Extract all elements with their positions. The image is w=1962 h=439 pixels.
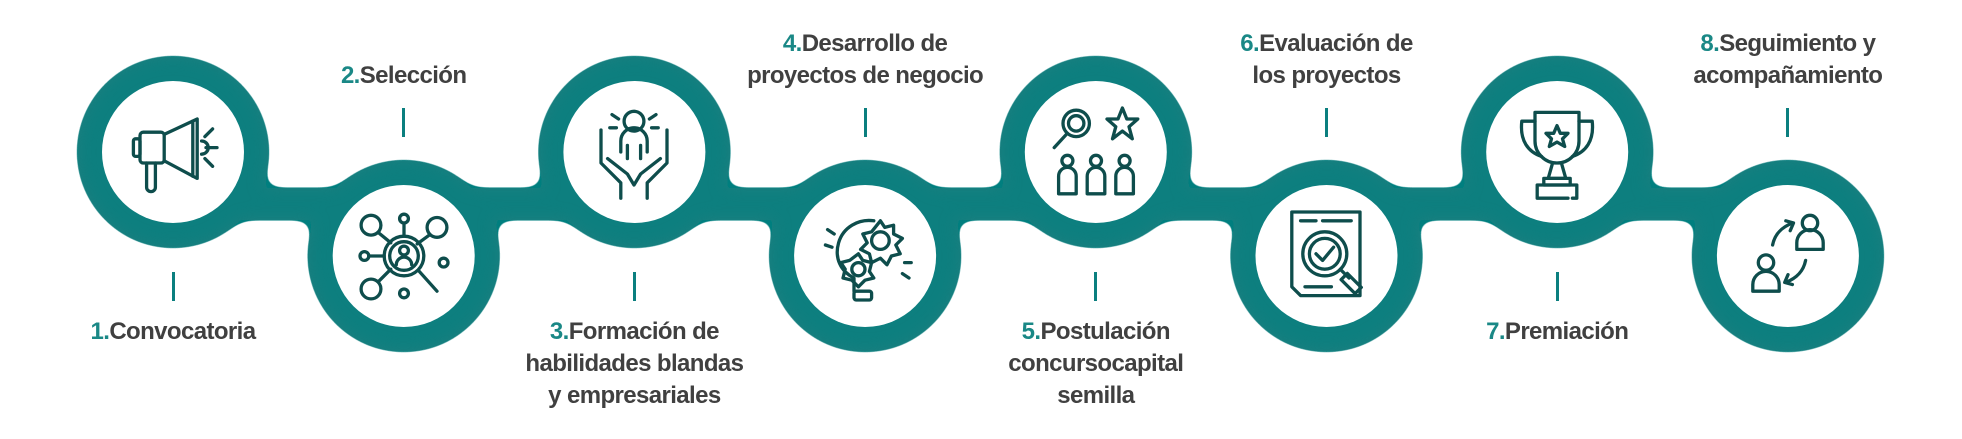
step-number: 4. [782,30,802,57]
step-title-text: acompañamiento [1693,62,1883,89]
hands-holding-person-icon [579,97,689,207]
step-title-text: Formación de [568,318,720,345]
gear-lightbulb-icon [810,201,920,311]
step-label-line: 3.Formación de [484,316,784,348]
step-title-text: proyectos de negocio [747,62,984,89]
step-label-line: 6.Evaluación de [1177,28,1477,60]
trophy-icon [1502,97,1612,207]
step-title-text: Convocatoria [109,318,256,345]
people-exchange-icon [1733,201,1843,311]
step-title-text: Postulación [1040,318,1171,345]
step-label-1: 1.Convocatoria [23,316,323,348]
step-title-text: Seguimiento y [1719,30,1876,57]
step-label-line: semilla [946,380,1246,412]
step-label-line: 7.Premiación [1407,316,1707,348]
step-title-text: Desarrollo de [801,30,948,57]
step-number: 7. [1486,318,1505,345]
step-number: 3. [549,318,569,345]
search-star-people-icon [1041,97,1151,207]
step-title-text: los proyectos [1252,62,1401,89]
step-label-2: 2.Selección [254,60,554,92]
step-title-text: Premiación [1504,318,1629,345]
step-label-line: habilidades blandas [484,348,784,380]
step-label-line: 2.Selección [254,60,554,92]
step-title-text: habilidades blandas [525,350,744,377]
step-title-text: semilla [1057,382,1135,409]
step-label-line: 4.Desarrollo de [715,28,1015,60]
step-number: 6. [1240,30,1260,57]
step-tick-line [1325,108,1328,137]
step-title-text: Selección [359,62,467,89]
candidate-search-icon [349,201,459,311]
step-tick-line [402,108,406,137]
step-circle [102,81,244,223]
step-tick-line [1555,272,1559,301]
step-label-line: 1.Convocatoria [23,316,323,348]
step-label-line: y empresariales [484,380,784,412]
step-label-line: 5.Postulación [946,316,1246,348]
step-circle [1024,81,1167,223]
step-tick-line [1094,272,1098,301]
step-number: 2. [340,62,360,89]
step-number: 1. [90,318,110,345]
step-label-line: concursocapital [946,348,1246,380]
document-review-icon [1272,201,1382,311]
step-label-line: acompañamiento [1638,60,1938,92]
step-tick-line [171,272,175,301]
step-label-line: los proyectos [1177,60,1477,92]
megaphone-icon [118,97,228,207]
step-circle [794,185,937,327]
step-label-line: proyectos de negocio [715,60,1015,92]
step-circle [563,81,706,223]
step-tick-line [1786,108,1790,137]
step-tick-line [632,272,636,301]
step-circle [1486,81,1629,223]
step-title-text: concursocapital [1008,350,1184,377]
step-number: 8. [1700,30,1720,57]
step-number: 5. [1021,318,1041,345]
step-title-text: y empresariales [548,382,721,409]
step-label-7: 7.Premiación [1407,316,1707,348]
step-tick-line [863,108,867,137]
step-title-text: Evaluación de [1259,30,1413,57]
step-label-line: 8.Seguimiento y [1638,28,1938,60]
